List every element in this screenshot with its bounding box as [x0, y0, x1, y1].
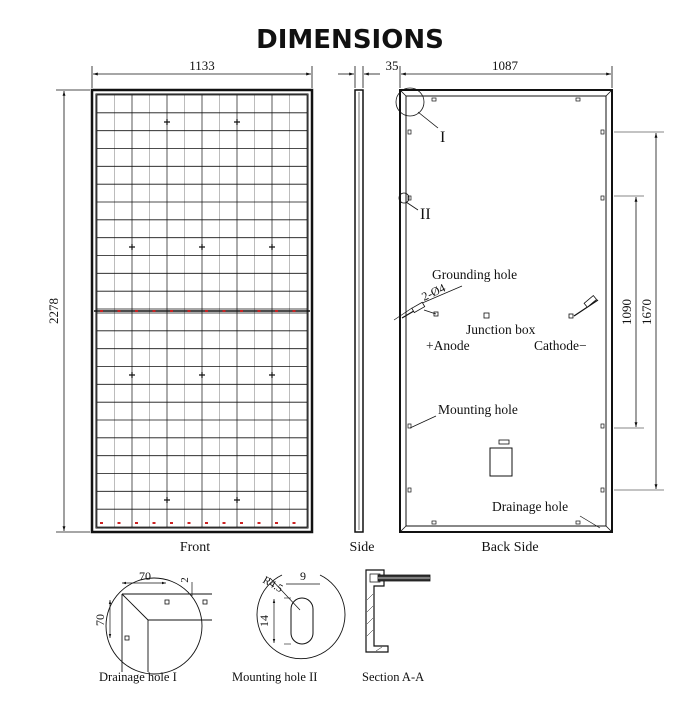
mount-mark — [269, 372, 275, 378]
front-cell-grid — [94, 94, 310, 528]
mount-mark — [234, 497, 240, 503]
mount-mark — [269, 244, 275, 250]
callout-1-label: I — [440, 129, 445, 146]
mounting-hole-label: Mounting hole — [438, 402, 518, 417]
front-caption: Front — [180, 540, 210, 555]
cell-busbar-mark — [257, 522, 261, 524]
anode-label: +Anode — [426, 338, 470, 353]
callout-2-leader — [405, 201, 419, 211]
callout-1-circle — [395, 87, 425, 117]
cell-busbar-mark — [135, 310, 138, 312]
mounting-slot — [290, 597, 314, 645]
cell-busbar-mark — [152, 310, 156, 312]
side-thickness-label: 35 — [386, 58, 399, 73]
cell-busbar-mark — [117, 310, 121, 312]
side-view: 35 Side — [338, 58, 399, 555]
mount-mark — [234, 119, 240, 125]
cell-busbar-mark — [205, 522, 208, 524]
back-caption: Back Side — [481, 540, 538, 555]
drainage-corner-diagonal — [121, 593, 149, 621]
cell-busbar-mark — [205, 310, 208, 312]
cell-busbar-mark — [240, 310, 243, 312]
grounding-leader — [419, 285, 463, 305]
grounding-arrow — [393, 307, 413, 321]
back-view: 1087 I II Grounding hole 2-Ø4 Junction b… — [393, 58, 664, 555]
front-height-label: 2278 — [46, 298, 61, 324]
cell-busbar-mark — [170, 522, 173, 524]
section-hatch — [366, 593, 383, 652]
nameplate — [489, 447, 513, 477]
callout-1-leader — [417, 111, 439, 129]
cell-busbar-mark — [100, 522, 103, 524]
mount-mark — [164, 497, 170, 503]
drainage-hole-leader — [579, 515, 601, 529]
grounding-hole-label: Grounding hole — [432, 267, 517, 282]
drainage-dim-h: 70 — [93, 614, 107, 626]
mounting-detail-arc — [256, 574, 346, 660]
callout-2-label: II — [420, 206, 431, 223]
back-inner-frame — [405, 95, 607, 527]
cell-busbar-mark — [170, 310, 173, 312]
drainage-slot-b — [202, 599, 208, 605]
back-frame — [399, 89, 613, 533]
mount-mark — [129, 372, 135, 378]
cell-busbar-mark — [275, 310, 278, 312]
cell-busbar-mark — [187, 310, 191, 312]
front-view: 1133 2278 Front — [46, 58, 314, 555]
cell-busbar-mark — [100, 310, 103, 312]
back-corner-br — [605, 525, 613, 533]
drainage-detail-circle — [105, 577, 203, 675]
side-caption: Side — [350, 540, 375, 555]
mount-mark — [164, 119, 170, 125]
cathode-cable — [568, 295, 599, 319]
cell-busbar-mark — [135, 522, 138, 524]
drainage-slot-a — [164, 599, 170, 605]
section-inner-cavity — [369, 573, 381, 583]
mounting-detail-caption: Mounting hole II — [232, 670, 317, 684]
drainage-dim-w: 70 — [139, 569, 151, 583]
mounting-hole-leader — [409, 415, 437, 429]
drainage-slot-c — [124, 635, 130, 641]
page-title: DIMENSIONS — [256, 25, 444, 55]
detail-section-aa: Section A-A — [362, 569, 431, 684]
dim-1090-label: 1090 — [619, 299, 634, 325]
drainage-hole-label: Drainage hole — [492, 499, 568, 514]
cell-busbar-mark — [152, 522, 156, 524]
cell-busbar-mark — [222, 310, 226, 312]
mount-mark — [129, 244, 135, 250]
mounting-width-label: 9 — [300, 569, 306, 583]
cell-busbar-mark — [117, 522, 121, 524]
cell-busbar-mark — [222, 522, 226, 524]
mounting-radius-label: R4.5 — [261, 574, 286, 595]
back-frame-holes — [407, 97, 605, 525]
dim-1670-label: 1670 — [639, 299, 654, 325]
front-mount-marks — [129, 119, 275, 503]
callout-2-circle — [398, 192, 410, 204]
section-caption: Section A-A — [362, 670, 424, 684]
drainage-detail-caption: Drainage hole I — [99, 670, 177, 684]
front-width-label: 1133 — [189, 58, 215, 73]
detail-drainage-hole: 70 70 2 Drainage hole I — [93, 569, 212, 684]
back-corner-bl — [399, 525, 407, 533]
cell-busbar-mark — [257, 310, 261, 312]
anode-cable — [401, 301, 439, 319]
back-width-label: 1087 — [492, 58, 519, 73]
mounting-length-label: 14 — [257, 615, 271, 627]
cell-busbar-mark — [292, 310, 296, 312]
back-corner-tr — [605, 89, 613, 97]
mount-mark — [199, 372, 205, 378]
cell-busbar-mark — [275, 522, 278, 524]
mounting-radius-leader — [269, 577, 301, 611]
cell-busbar-mark — [240, 522, 243, 524]
detail-mounting-hole: 14 9 R4.5 Mounting hole II — [232, 569, 346, 684]
cell-busbar-mark — [187, 522, 191, 524]
drainage-dim-small: 2 — [179, 577, 191, 583]
cathode-label: Cathode− — [534, 338, 587, 353]
nameplate-tab — [498, 439, 510, 445]
junction-box-label: Junction box — [466, 322, 536, 337]
cell-busbar-mark — [292, 522, 296, 524]
mount-mark — [199, 244, 205, 250]
junction-box-mark — [483, 312, 490, 319]
